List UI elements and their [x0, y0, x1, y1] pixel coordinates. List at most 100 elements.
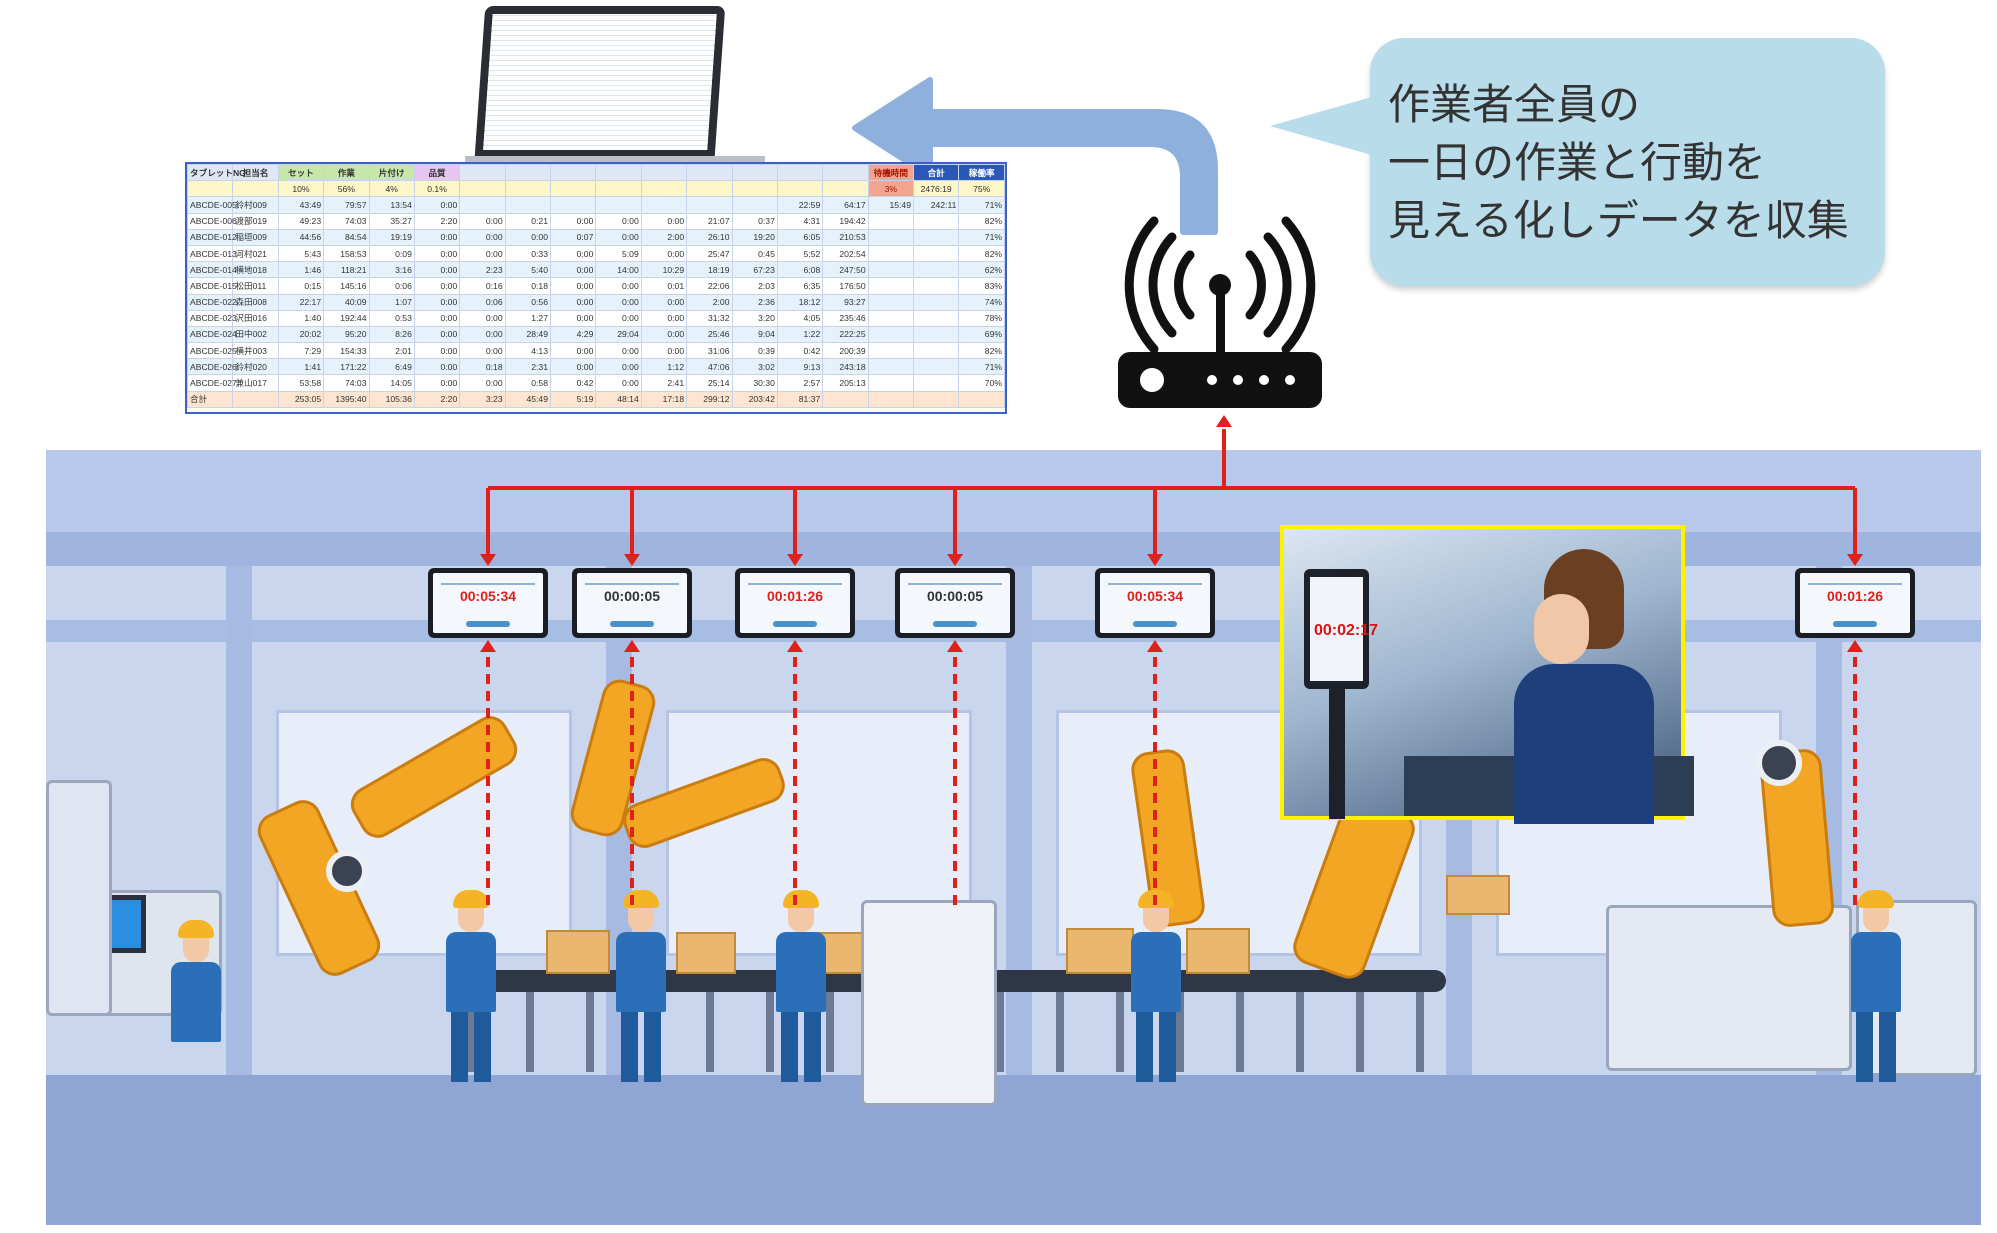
sheet-cell: 222:25	[822, 325, 869, 344]
sheet-cell: 0:00	[413, 228, 461, 246]
sheet-cell: ABCDE-013	[186, 244, 237, 263]
sheet-cell: ABCDE-023	[186, 309, 237, 327]
sheet-cell: 0:00	[413, 196, 461, 214]
sheet-cell: 75%	[958, 180, 1005, 198]
sheet-cell	[686, 196, 733, 214]
sheet-cell	[867, 228, 915, 246]
arrowhead	[787, 640, 803, 652]
sheet-cell: 44:56	[277, 228, 325, 246]
sheet-cell: 合計	[912, 163, 960, 182]
sheet-cell: 13:54	[368, 196, 415, 214]
sheet-cell: 62%	[958, 261, 1005, 279]
sheet-cell: 0:00	[549, 261, 597, 279]
sheet-cell: 0.1%	[413, 180, 461, 198]
sheet-cell: 203:42	[731, 390, 778, 408]
arrowhead	[787, 554, 803, 566]
sheet-cell: 作業	[323, 163, 370, 182]
conveyor-belt-right	[976, 970, 1446, 992]
sheet-cell: 14:00	[595, 261, 642, 279]
sheet-cell: 1:12	[640, 358, 688, 376]
sheet-cell	[549, 180, 597, 198]
sheet-cell: 5:19	[549, 390, 597, 408]
sheet-cell	[822, 390, 869, 408]
sheet-cell: 1:22	[776, 325, 824, 344]
cardboard-box	[546, 930, 610, 974]
sheet-cell	[686, 180, 733, 198]
sheet-cell: 105:36	[368, 390, 415, 408]
arrowhead	[480, 640, 496, 652]
sheet-cell: ABCDE-022	[186, 293, 237, 311]
sheet-cell: 81:37	[776, 390, 824, 408]
sheet-cell	[640, 196, 688, 214]
bubble-line-1: 作業者全員の	[1388, 80, 1641, 129]
worker	[171, 920, 221, 1042]
sheet-cell: 0:00	[413, 293, 461, 311]
arrowhead	[480, 554, 496, 566]
sheet-cell: 0:00	[640, 293, 688, 311]
arrowhead	[1216, 415, 1232, 427]
sheet-cell: 2:36	[731, 293, 778, 311]
sheet-cell: 0:00	[640, 325, 688, 344]
processing-machine	[1606, 905, 1852, 1071]
worker	[776, 890, 826, 1082]
sheet-cell: 0:00	[413, 261, 461, 279]
tablet-terminal: 00:05:34	[1095, 568, 1215, 638]
sheet-cell: 品質	[413, 163, 461, 182]
sheet-cell: 6:49	[368, 358, 415, 376]
bubble-line-2: 一日の作業と行動を	[1388, 138, 1767, 187]
sheet-cell: 2:20	[413, 390, 461, 408]
sheet-cell	[822, 163, 869, 182]
tablet-timer: 00:00:05	[926, 588, 984, 604]
sheet-cell: 1395:40	[323, 390, 370, 408]
sheet-cell: 0:00	[549, 358, 597, 376]
sheet-cell	[912, 293, 960, 311]
sheet-cell	[867, 293, 915, 311]
sheet-cell: 171:22	[323, 358, 370, 376]
sheet-cell: 210:53	[822, 228, 869, 246]
sheet-cell	[822, 180, 869, 198]
sheet-cell: 担当名	[232, 163, 279, 182]
sheet-cell: 0:07	[549, 228, 597, 246]
arrowhead	[624, 554, 640, 566]
arrowhead	[624, 640, 640, 652]
bubble-line-3: 見える化しデータを収集	[1388, 196, 1849, 245]
sheet-cell: 鈴村009	[232, 196, 279, 214]
sheet-cell	[912, 390, 960, 408]
sheet-cell: 242:11	[912, 196, 960, 214]
tablet-terminal: 00:01:26	[1795, 568, 1915, 638]
sheet-cell: 横地018	[232, 261, 279, 279]
tablet-timer: 00:05:34	[459, 588, 517, 604]
sheet-cell: 17:18	[640, 390, 688, 408]
sheet-cell	[186, 180, 234, 198]
worker	[1851, 890, 1901, 1082]
photo-tablet: 00:02:17	[1304, 569, 1378, 689]
photo-tablet-timer: 00:02:17	[1314, 622, 1379, 639]
sheet-cell: 118:21	[323, 261, 370, 279]
sheet-cell: 29:04	[595, 325, 642, 344]
sheet-cell: 19:20	[731, 228, 778, 246]
tablet-terminal: 00:00:05	[895, 568, 1015, 638]
sheet-cell	[912, 358, 960, 376]
sheet-cell	[776, 180, 824, 198]
tablet-timer: 00:01:26	[766, 588, 824, 604]
sheet-cell: 0:00	[595, 228, 642, 246]
sheet-cell	[686, 163, 733, 182]
sheet-cell: 4%	[368, 180, 415, 198]
cardboard-box	[1446, 875, 1510, 915]
photo-worker	[1504, 549, 1654, 824]
sheet-cell: 43:49	[277, 196, 325, 214]
sheet-cell	[640, 163, 688, 182]
sheet-cell: 93:27	[822, 293, 869, 311]
